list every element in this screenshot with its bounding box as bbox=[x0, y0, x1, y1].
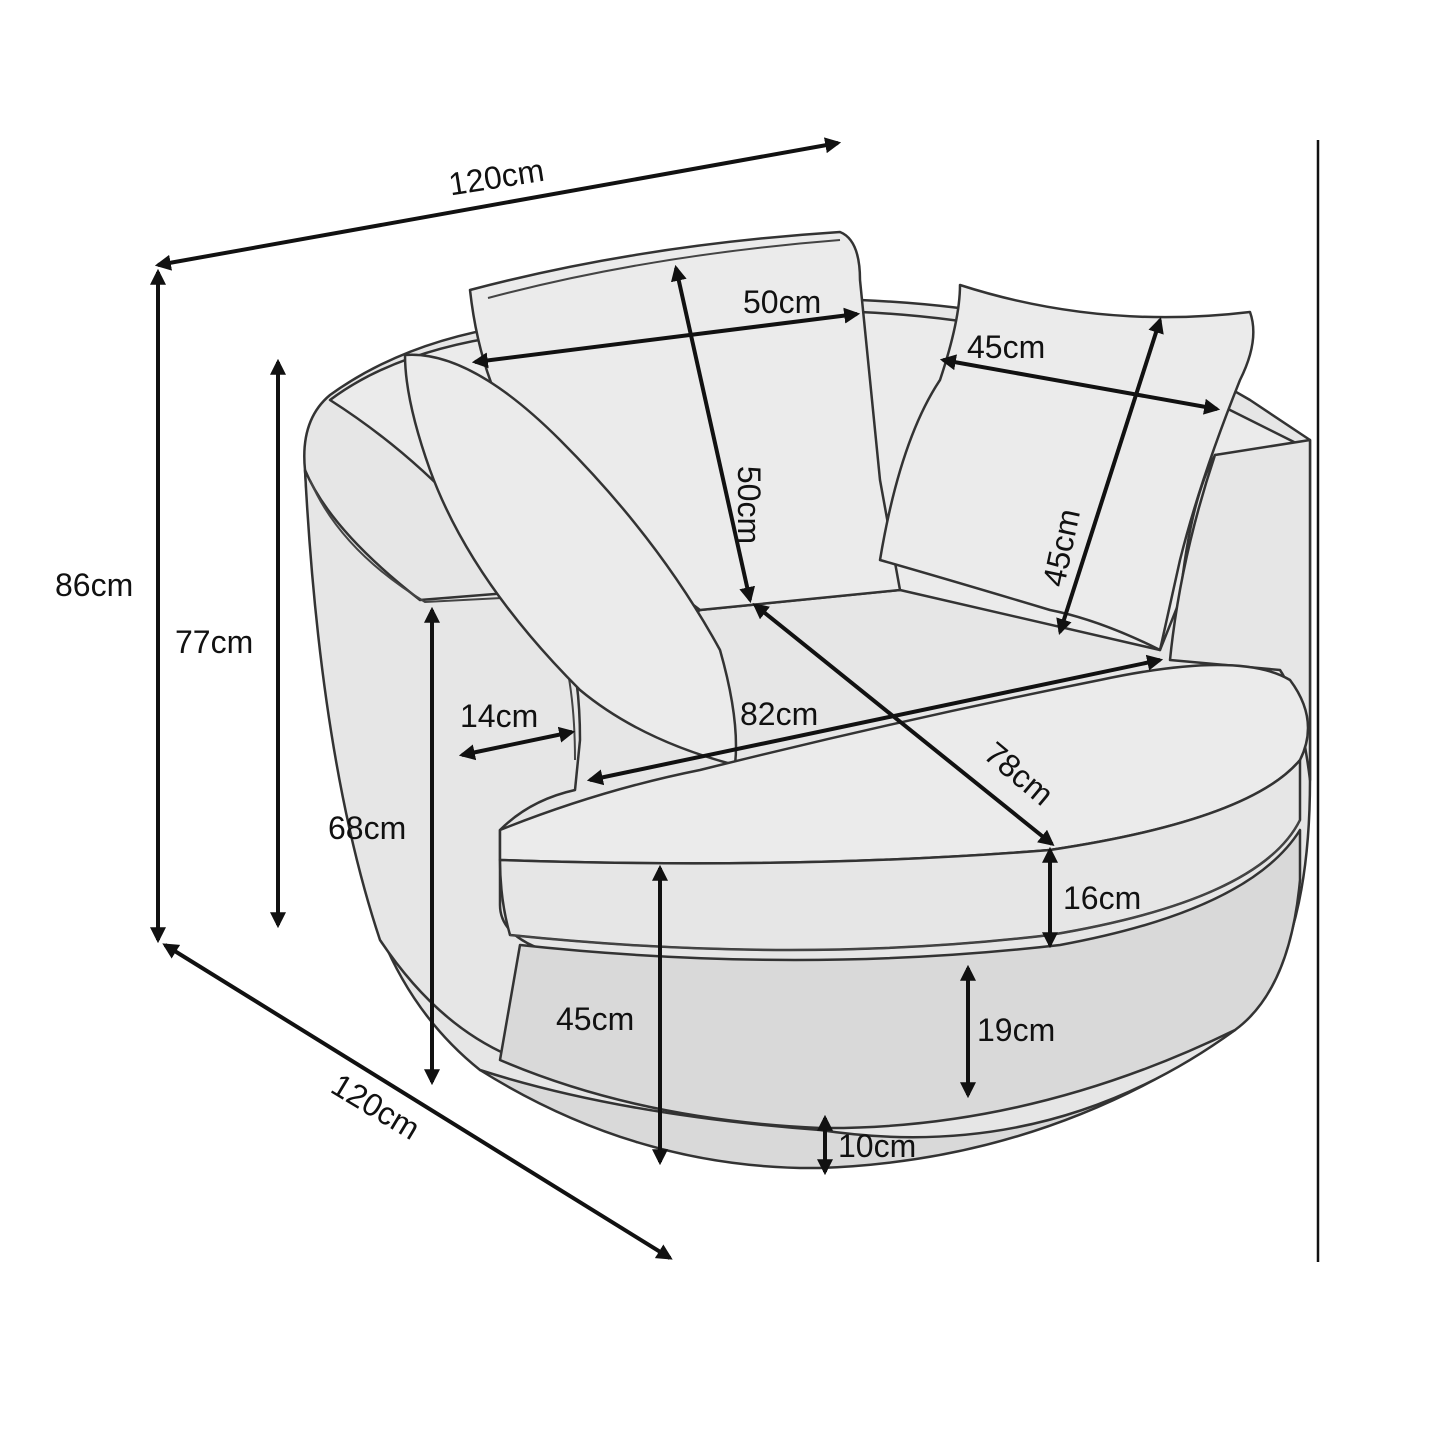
plinth-height-label: 10cm bbox=[838, 1128, 916, 1164]
back-cushion-height-line bbox=[670, 264, 756, 604]
overall-width-label: 120cm bbox=[446, 152, 546, 203]
back-cushion-height-label: 50cm bbox=[731, 466, 767, 544]
seat-width-label: 82cm bbox=[740, 696, 818, 732]
width-dimension-line bbox=[154, 137, 842, 271]
overall-depth-label: 120cm bbox=[325, 1066, 426, 1146]
dimension-lines bbox=[150, 137, 1320, 1262]
overall-height-label: 86cm bbox=[55, 567, 133, 603]
back-cushion-width-label: 50cm bbox=[743, 284, 821, 320]
pillow-width-label: 45cm bbox=[967, 329, 1045, 365]
left-arm-piping bbox=[309, 479, 576, 761]
pillow-height-line bbox=[1056, 316, 1164, 636]
seat-cushion-thickness-label: 16cm bbox=[1063, 880, 1141, 916]
arm-width-line bbox=[458, 726, 576, 761]
seat-depth-line bbox=[752, 602, 1055, 847]
seat-base-band bbox=[498, 828, 1302, 1130]
base-band-height-label: 19cm bbox=[977, 1012, 1055, 1048]
arm-width-label: 14cm bbox=[460, 698, 538, 734]
back-cushion-width-line bbox=[471, 307, 861, 369]
back-height-label: 77cm bbox=[175, 624, 253, 660]
arm-height-label: 68cm bbox=[328, 810, 406, 846]
left-arm bbox=[303, 468, 582, 1062]
depth-dimension-line bbox=[162, 943, 673, 1260]
seat-height-label: 45cm bbox=[556, 1001, 634, 1037]
